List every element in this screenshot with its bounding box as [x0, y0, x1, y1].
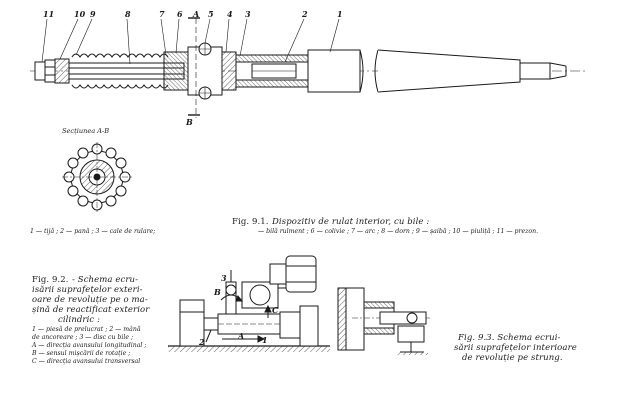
- fig2-caption-line-3: oare de revoluție pe o ma-: [32, 295, 148, 305]
- fig2-label-2: 2: [199, 337, 205, 347]
- fig1-caption-title: Dispozitiv de rulat interior, cu bile :: [272, 217, 430, 227]
- fig2-label-3: 3: [221, 273, 227, 283]
- part-number-5: 5: [208, 9, 214, 19]
- fig2-machine-drawing: [168, 255, 330, 352]
- fig1-section-view: [62, 142, 132, 212]
- section-view-title: Secțiunea A-B: [62, 127, 110, 135]
- fig2-caption-line-1: - Schema ecru-: [72, 275, 139, 285]
- fig3-caption-line-2: sării suprafețelor interioare: [454, 343, 577, 353]
- part-number-8: 8: [125, 9, 131, 19]
- fig2-legend-line-5: C — direcția avansului transversal: [32, 358, 141, 365]
- fig1-legend-line-2: — bilă rulment ; 6 — colivie ; 7 — arc ;…: [258, 228, 539, 235]
- fig3-caption-line-1: Fig. 9.3. Schema ecrui-: [458, 333, 561, 343]
- part-number-10: 10: [74, 9, 86, 19]
- fig1-caption-number: Fig. 9.1.: [232, 217, 269, 227]
- part-number-7: 7: [159, 9, 165, 19]
- fig2-legend-line-1: 1 — piesă de prelucrat ; 2 — mână: [32, 326, 141, 333]
- fig2-caption-line-5: cilindric :: [58, 315, 101, 325]
- fig2-label-c: C: [272, 305, 279, 315]
- fig2-caption-number: Fig. 9.2.: [32, 275, 69, 285]
- section-letter-a: A: [193, 9, 200, 19]
- part-number-6: 6: [177, 9, 183, 19]
- fig2-label-1: 1: [262, 335, 268, 345]
- fig1-legend-line-1: 1 — tijă ; 2 — pană ; 3 — cale de rulare…: [30, 228, 156, 235]
- part-number-3: 3: [245, 9, 251, 19]
- part-number-2: 2: [302, 9, 308, 19]
- part-number-4: 4: [227, 9, 233, 19]
- fig2-label-b: B: [214, 287, 221, 297]
- part-number-1: 1: [337, 9, 343, 19]
- fig3-caption-line-3: de revoluție pe strung.: [462, 353, 563, 363]
- fig2-label-a: A: [238, 331, 245, 341]
- fig1-assembly-drawing: [30, 17, 585, 118]
- fig2-caption-line-2: isării suprafețelor exteri-: [32, 285, 143, 295]
- fig2-legend-line-2: de ancoreare ; 3 — disc cu bile ;: [32, 334, 134, 341]
- section-letter-b: B: [186, 117, 193, 127]
- fig2-caption-line-4: șină de reactificat exterior: [32, 305, 150, 315]
- fig3-lathe-drawing: [337, 287, 430, 355]
- spring-coils: [71, 53, 169, 89]
- fig2-legend-line-4: B — sensul mișcării de rotație ;: [32, 350, 131, 357]
- part-number-11: 11: [43, 9, 55, 19]
- fig2-legend-line-3: A — direcția avansului longitudinal ;: [32, 342, 147, 349]
- part-number-9: 9: [90, 9, 96, 19]
- leader-lines: [41, 18, 340, 65]
